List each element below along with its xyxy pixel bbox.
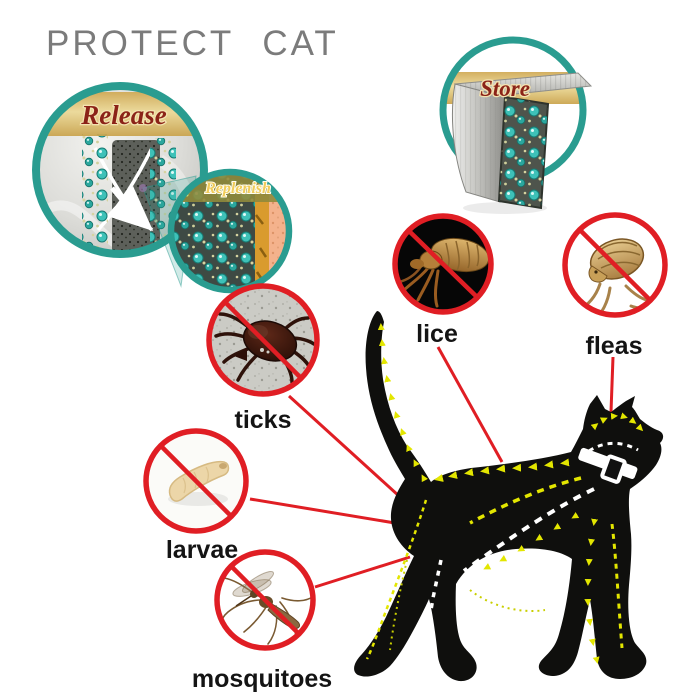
prohibition-ring	[562, 212, 668, 318]
collar-with-buckle	[578, 447, 638, 484]
ticks-label: ticks	[234, 406, 292, 434]
flea-figure	[576, 238, 660, 315]
lice-connector	[436, 346, 504, 463]
prohibition-slash	[159, 444, 233, 518]
mosquitoes-connector	[314, 555, 411, 589]
replenish-ring	[167, 168, 293, 294]
page-title: PROTECT CAT	[46, 24, 339, 63]
release-ring	[32, 82, 208, 258]
callout-point	[139, 184, 147, 192]
prohibition-slash	[229, 564, 301, 636]
lice-label: lice	[416, 320, 458, 348]
rear-leg-trail	[365, 499, 428, 660]
fleas-label: fleas	[585, 332, 643, 360]
mosquito-proboscis	[235, 595, 252, 607]
bead-strip-left	[82, 134, 108, 254]
tick-head	[234, 348, 247, 361]
mosquitoes-label: mosquitoes	[191, 665, 333, 693]
prohibition-ring	[214, 549, 316, 651]
collar-cross-section	[451, 72, 593, 214]
store-step-circle: Store	[439, 36, 593, 214]
release-step-circle: Release	[32, 82, 208, 258]
louse-figure	[397, 237, 490, 308]
spread-arrow-trails	[365, 323, 644, 664]
replenish-step-circle: Replenish	[167, 168, 304, 294]
prohibition-slash	[223, 300, 303, 380]
no-larvae-icon	[143, 428, 249, 534]
store-label: Store	[480, 76, 530, 101]
rear-white-trail	[421, 559, 443, 659]
release-arrow	[106, 186, 154, 232]
prohibition-slash	[407, 229, 479, 299]
skin-crease	[294, 178, 304, 290]
prohibition-ring	[392, 213, 494, 315]
head-white-trail	[588, 441, 639, 453]
prohibition-ring	[206, 283, 320, 397]
prohibition-ring	[143, 428, 249, 534]
cat-silhouette	[354, 311, 664, 682]
prohibition-slash	[578, 228, 652, 302]
no-fleas-icon	[562, 212, 668, 318]
no-mosquitoes-icon	[214, 549, 316, 651]
upper-diagonal-trail	[469, 476, 582, 525]
no-lice-icon	[392, 213, 494, 315]
front-leg2-trail	[610, 523, 624, 649]
release-illustration	[36, 86, 204, 254]
collar-buckle	[600, 454, 627, 484]
no-ticks-icon	[206, 283, 320, 397]
fleas-connector	[609, 356, 615, 413]
replenish-label: Replenish	[204, 180, 271, 197]
larvae-label: larvae	[165, 536, 239, 564]
belly-fine-trail	[469, 589, 546, 612]
connector-lines	[249, 346, 615, 589]
larvae-connector	[249, 497, 402, 526]
release-label: Release	[80, 100, 166, 130]
